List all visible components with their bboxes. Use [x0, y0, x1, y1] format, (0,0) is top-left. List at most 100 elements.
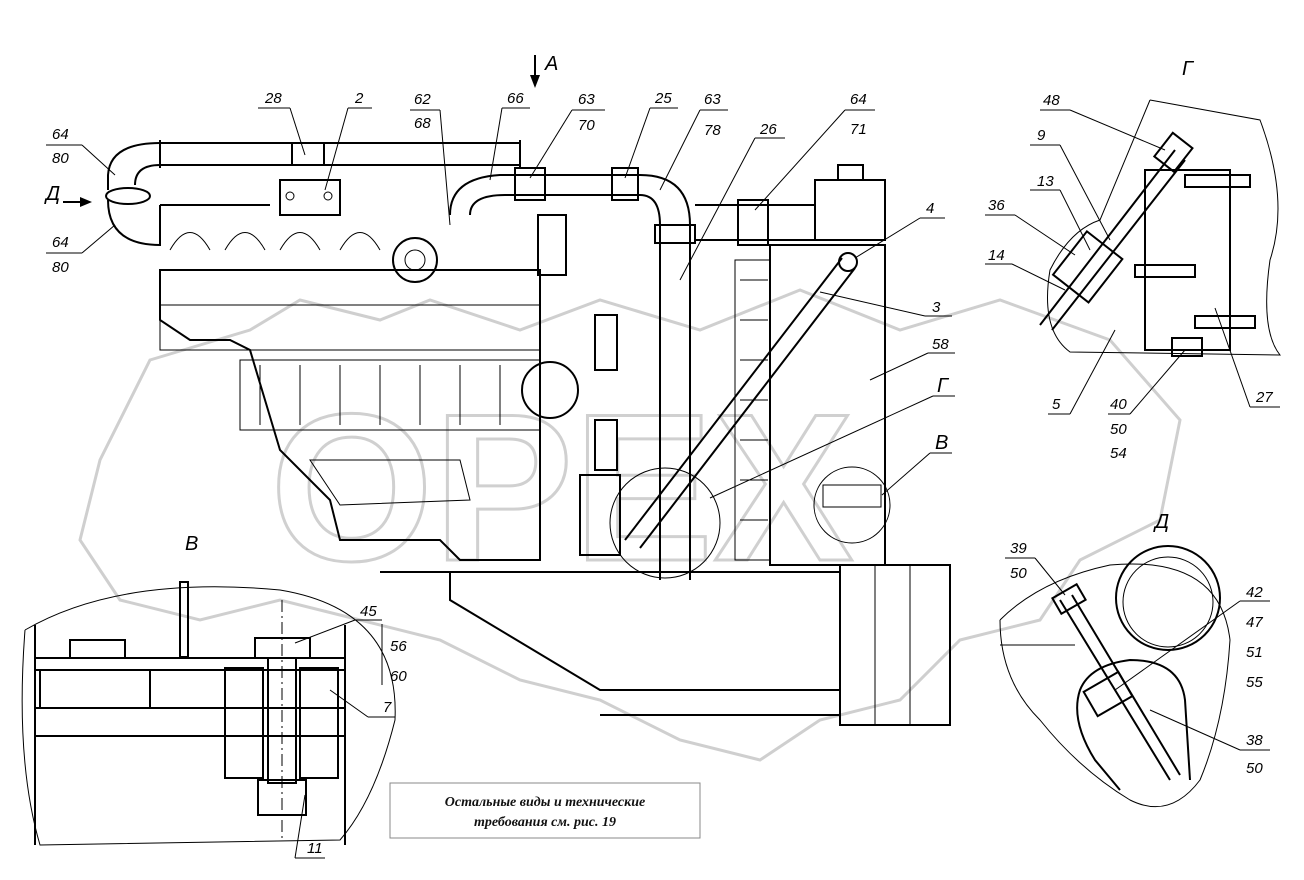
view-letter-d: Д — [44, 183, 60, 205]
label-64: 64 — [52, 126, 69, 143]
pulley-lower — [579, 474, 621, 556]
callout-letter-v: В — [935, 432, 948, 454]
label-60: 60 — [390, 668, 407, 685]
label-50: 50 — [1246, 760, 1263, 777]
label-68: 68 — [414, 115, 431, 132]
label-27: 27 — [1255, 389, 1273, 406]
engine-block-outline — [159, 269, 541, 561]
label-58: 58 — [932, 336, 949, 353]
note-line-2: требования см. рис. 19 — [474, 815, 616, 830]
clamp-64-right — [737, 199, 769, 246]
lower-intake-pipe — [107, 199, 270, 247]
label-80: 80 — [52, 259, 69, 276]
clamp-26 — [654, 224, 696, 244]
frame-tube-upper — [1134, 264, 1196, 278]
detail-v: В 45 56 60 7 11 — [21, 533, 407, 859]
label-25: 25 — [654, 90, 672, 107]
frame-tube-lower — [1194, 315, 1256, 329]
pipe-clamp-28 — [291, 142, 325, 166]
detail-v-boundary — [21, 586, 396, 846]
label-5: 5 — [1052, 396, 1061, 413]
radiator-shroud — [734, 259, 771, 561]
label-50: 50 — [1110, 421, 1127, 438]
bolt — [323, 191, 333, 201]
label-9: 9 — [1037, 127, 1046, 144]
label-71: 71 — [850, 121, 867, 138]
label-63: 63 — [578, 91, 595, 108]
pulley-upper — [594, 314, 618, 371]
exhaust-manifold — [169, 232, 381, 251]
callout-labels-main: 64 80 64 80 28 2 62 68 66 63 70 25 — [46, 90, 955, 499]
callout-letter-g: Г — [937, 375, 950, 397]
chassis-frame — [380, 564, 951, 726]
label-40: 40 — [1110, 396, 1127, 413]
label-66: 66 — [507, 90, 524, 107]
detail-v-title: В — [185, 533, 198, 555]
note-frame — [389, 782, 701, 839]
detail-d-strut — [1059, 594, 1181, 781]
clamp-63a — [514, 167, 546, 201]
label-14: 14 — [988, 247, 1005, 264]
label-64: 64 — [850, 91, 867, 108]
radiator-cap — [837, 164, 864, 181]
crankcase — [239, 359, 541, 431]
oil-pan — [309, 459, 471, 506]
left-elbow-upper — [107, 142, 161, 190]
clamp-63b — [611, 167, 639, 201]
rubber-bushing-left — [224, 667, 264, 779]
strut-nut-assembly — [1051, 229, 1124, 304]
pipe-elbow — [1076, 658, 1191, 791]
label-63: 63 — [704, 91, 721, 108]
bolt — [285, 191, 295, 201]
clamp-39 — [1051, 582, 1087, 616]
detail-circle-g — [609, 467, 721, 579]
support-block — [39, 669, 151, 709]
view-letter-a: А — [544, 53, 558, 75]
v-bracket-mini — [822, 484, 882, 508]
detail-d: Д 39 50 42 47 51 55 38 50 — [999, 511, 1270, 808]
label-47: 47 — [1246, 614, 1263, 631]
detail-d-boundary — [999, 563, 1231, 808]
detail-g-strut — [1039, 149, 1186, 331]
turbo-hub — [404, 249, 426, 271]
detail-g-title: Г — [1182, 58, 1195, 80]
label-50: 50 — [1010, 565, 1027, 582]
watermark-text: OPEX — [270, 370, 854, 605]
cylinder-ribs — [259, 365, 501, 425]
label-78: 78 — [704, 122, 721, 139]
label-13: 13 — [1037, 173, 1054, 190]
bracket-40 — [1171, 337, 1203, 357]
hose-clamp-ring — [1115, 545, 1221, 651]
label-51: 51 — [1246, 644, 1263, 661]
label-28: 28 — [264, 90, 282, 107]
label-39: 39 — [1010, 540, 1027, 557]
clamp-42 — [1082, 670, 1134, 718]
label-4: 4 — [926, 200, 934, 217]
turbo-pipe-66 — [449, 174, 640, 216]
strut-end-fitting — [1152, 131, 1194, 174]
vertical-plate — [179, 581, 189, 658]
rubber-bushing-7 — [299, 667, 339, 779]
label-48: 48 — [1043, 92, 1060, 109]
frame-tube-top — [1184, 174, 1251, 188]
turbocharger — [392, 237, 438, 283]
label-36: 36 — [988, 197, 1005, 214]
watermark-gear-outline — [78, 288, 1182, 762]
note-box: Остальные виды и технические требования … — [389, 782, 701, 839]
radiator-fins — [740, 279, 768, 521]
label-62: 62 — [414, 91, 431, 108]
radiator-header-tank — [814, 179, 886, 241]
frame-flange — [34, 707, 346, 737]
watermark: OPEX — [78, 288, 1182, 762]
diagonal-strut-3 — [624, 257, 856, 549]
bracket-plate — [34, 657, 346, 671]
view-arrow-a-head — [530, 75, 540, 88]
hose-clamp-inner — [1122, 556, 1214, 648]
bracket-2 — [279, 179, 341, 216]
main-engine-view: А Д — [44, 53, 951, 726]
cylinder-head — [159, 304, 541, 351]
label-56: 56 — [390, 638, 407, 655]
label-64: 64 — [52, 234, 69, 251]
label-55: 55 — [1246, 674, 1263, 691]
